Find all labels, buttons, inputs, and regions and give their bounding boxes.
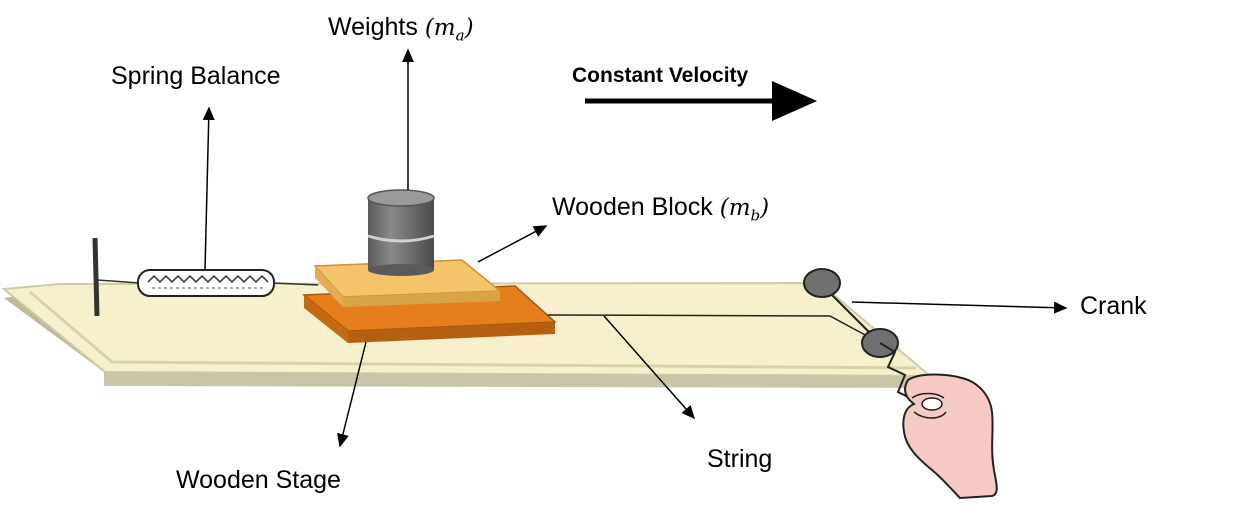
arrow-string (603, 315, 695, 420)
label-string: String (707, 445, 773, 473)
stop-post (92, 237, 100, 317)
label-crank: Crank (1080, 292, 1147, 320)
arrow-wooden-block (477, 225, 548, 263)
weights-cylinder (367, 189, 435, 276)
spring-balance (96, 269, 319, 297)
crank-assembly (803, 268, 919, 403)
annotation-arrows (202, 48, 1068, 448)
hand-icon (902, 373, 998, 500)
label-spring-balance: Spring Balance (111, 62, 281, 90)
table-front-strip (104, 372, 930, 388)
arrow-spring-balance (202, 106, 215, 271)
label-wooden-stage: Wooden Stage (176, 466, 341, 494)
crank-pulley-upper (803, 268, 841, 298)
label-wooden-block: Wooden Block (mb) (552, 193, 770, 225)
label-weights: Weights (ma) (328, 13, 474, 45)
arrow-wooden-stage (337, 341, 367, 448)
label-constant-velocity: Constant Velocity (572, 64, 749, 87)
pull-string (547, 314, 881, 344)
wooden-block-body (313, 259, 503, 307)
arrow-crank (851, 301, 1068, 314)
